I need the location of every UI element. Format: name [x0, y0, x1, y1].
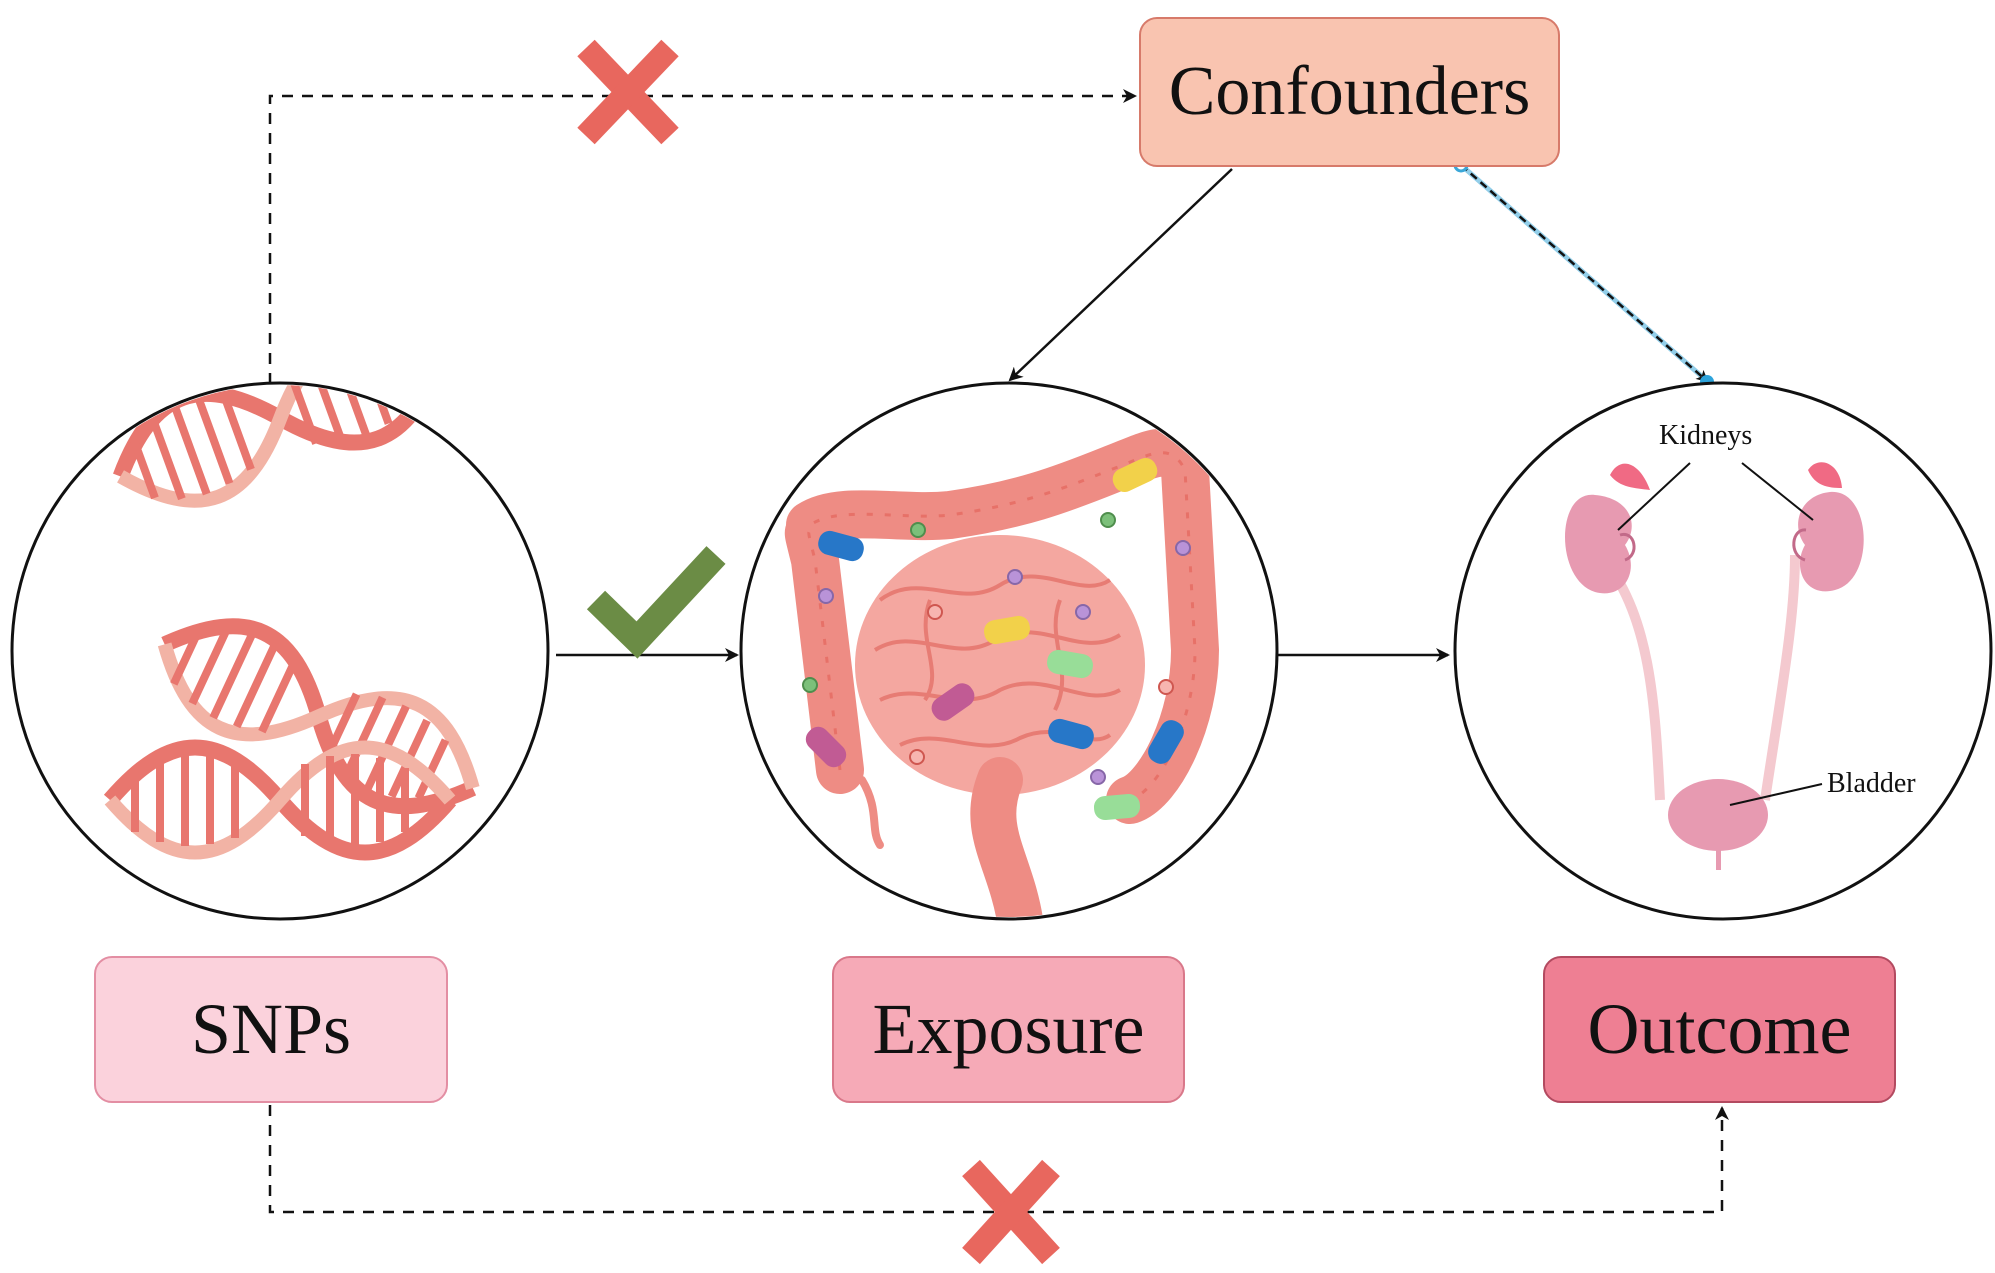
- edge-snps-confounders: [268, 89, 1137, 384]
- red-cross-icon: [962, 1159, 1060, 1265]
- outcome-node: Outcome: [1543, 956, 1896, 1103]
- exposure-node: Exposure: [832, 956, 1185, 1103]
- dna-helix-icon: [103, 385, 480, 861]
- intestine-circle: [739, 381, 1279, 921]
- red-cross-icon: [577, 39, 679, 145]
- edge-confounders-outcome: [1453, 157, 1714, 389]
- bladder-label: Bladder: [1827, 768, 1916, 799]
- bacteria-icon: [805, 458, 1184, 821]
- kidneys-label: Kidneys: [1659, 420, 1753, 451]
- intestine-icon: [784, 428, 1219, 917]
- dna-circle: [10, 381, 550, 921]
- snps-node: SNPs: [94, 956, 448, 1103]
- green-check-icon: [586, 546, 726, 659]
- edge-snps-outcome: [268, 1105, 1729, 1214]
- particle-icon: [802, 512, 1191, 785]
- confounders-node: Confounders: [1139, 17, 1560, 167]
- urinary-circle: [1453, 381, 1993, 921]
- kidneys-bladder-icon: [1565, 462, 1864, 870]
- edge-confounders-exposure: [1008, 168, 1233, 382]
